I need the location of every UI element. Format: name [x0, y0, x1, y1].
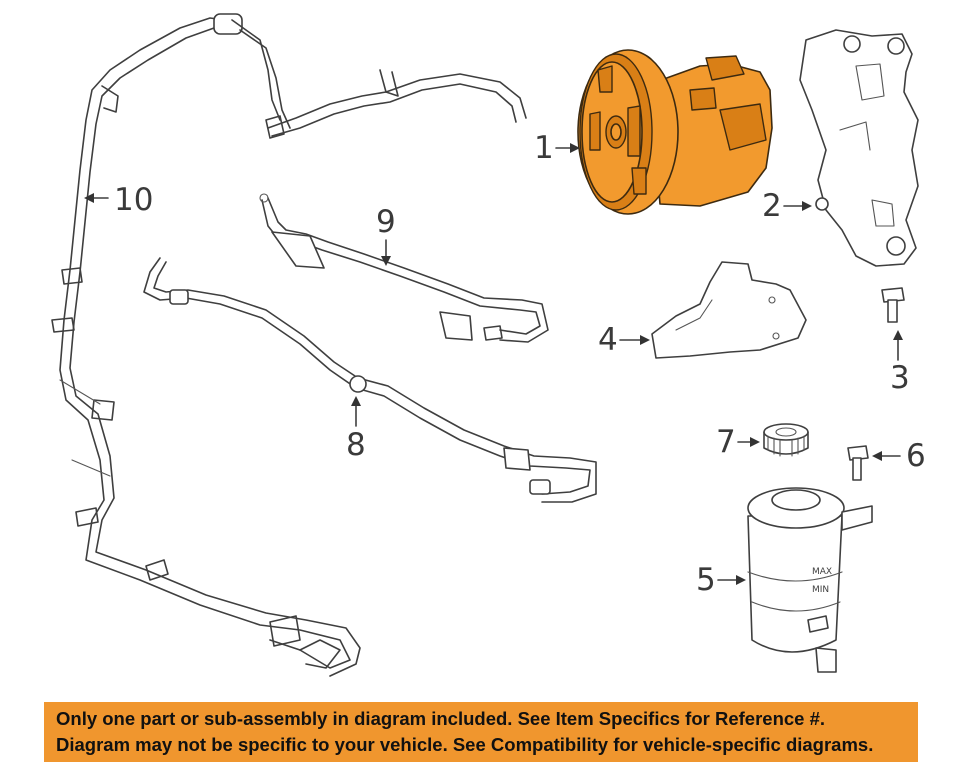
- callout-label-10: 10: [114, 182, 153, 218]
- reservoir-part-5: MAX MIN: [747, 487, 873, 673]
- callout-9: 9: [376, 204, 396, 266]
- disclaimer-line-2: Diagram may not be specific to your vehi…: [56, 734, 874, 755]
- hose-part-8: [143, 257, 597, 503]
- callout-4: 4: [598, 322, 650, 358]
- min-mark: MIN: [812, 585, 829, 595]
- callout-10: 10: [84, 182, 153, 218]
- callout-label-9: 9: [376, 204, 396, 240]
- disclaimer-banner: Only one part or sub-assembly in diagram…: [44, 702, 918, 762]
- callout-label-7: 7: [716, 424, 736, 460]
- callout-8: 8: [346, 396, 366, 463]
- callout-label-8: 8: [346, 427, 366, 463]
- callout-1: 1: [534, 130, 580, 166]
- callout-2: 2: [762, 188, 812, 224]
- callout-3: 3: [890, 330, 910, 396]
- power-steering-pump-part-1: [577, 49, 773, 215]
- callout-label-6: 6: [906, 438, 926, 474]
- callout-7: 7: [716, 424, 760, 460]
- heat-shield-part-4: [651, 261, 807, 359]
- callout-6: 6: [872, 438, 926, 474]
- max-mark: MAX: [812, 567, 832, 577]
- hose-assembly-part-10: [51, 13, 361, 677]
- bolt-part-6: [847, 445, 869, 481]
- mounting-bracket-part-2: [799, 29, 919, 267]
- disclaimer-line-1: Only one part or sub-assembly in diagram…: [56, 708, 826, 729]
- callout-5: 5: [696, 562, 746, 598]
- callout-label-5: 5: [696, 562, 716, 598]
- callout-label-1: 1: [534, 130, 554, 166]
- callout-label-3: 3: [890, 360, 910, 396]
- return-line-upper: [265, 69, 527, 139]
- reservoir-cap-part-7: [763, 423, 809, 457]
- callout-label-2: 2: [762, 188, 782, 224]
- callout-label-4: 4: [598, 322, 618, 358]
- hose-part-9: [259, 193, 549, 343]
- bolt-part-3: [881, 287, 905, 323]
